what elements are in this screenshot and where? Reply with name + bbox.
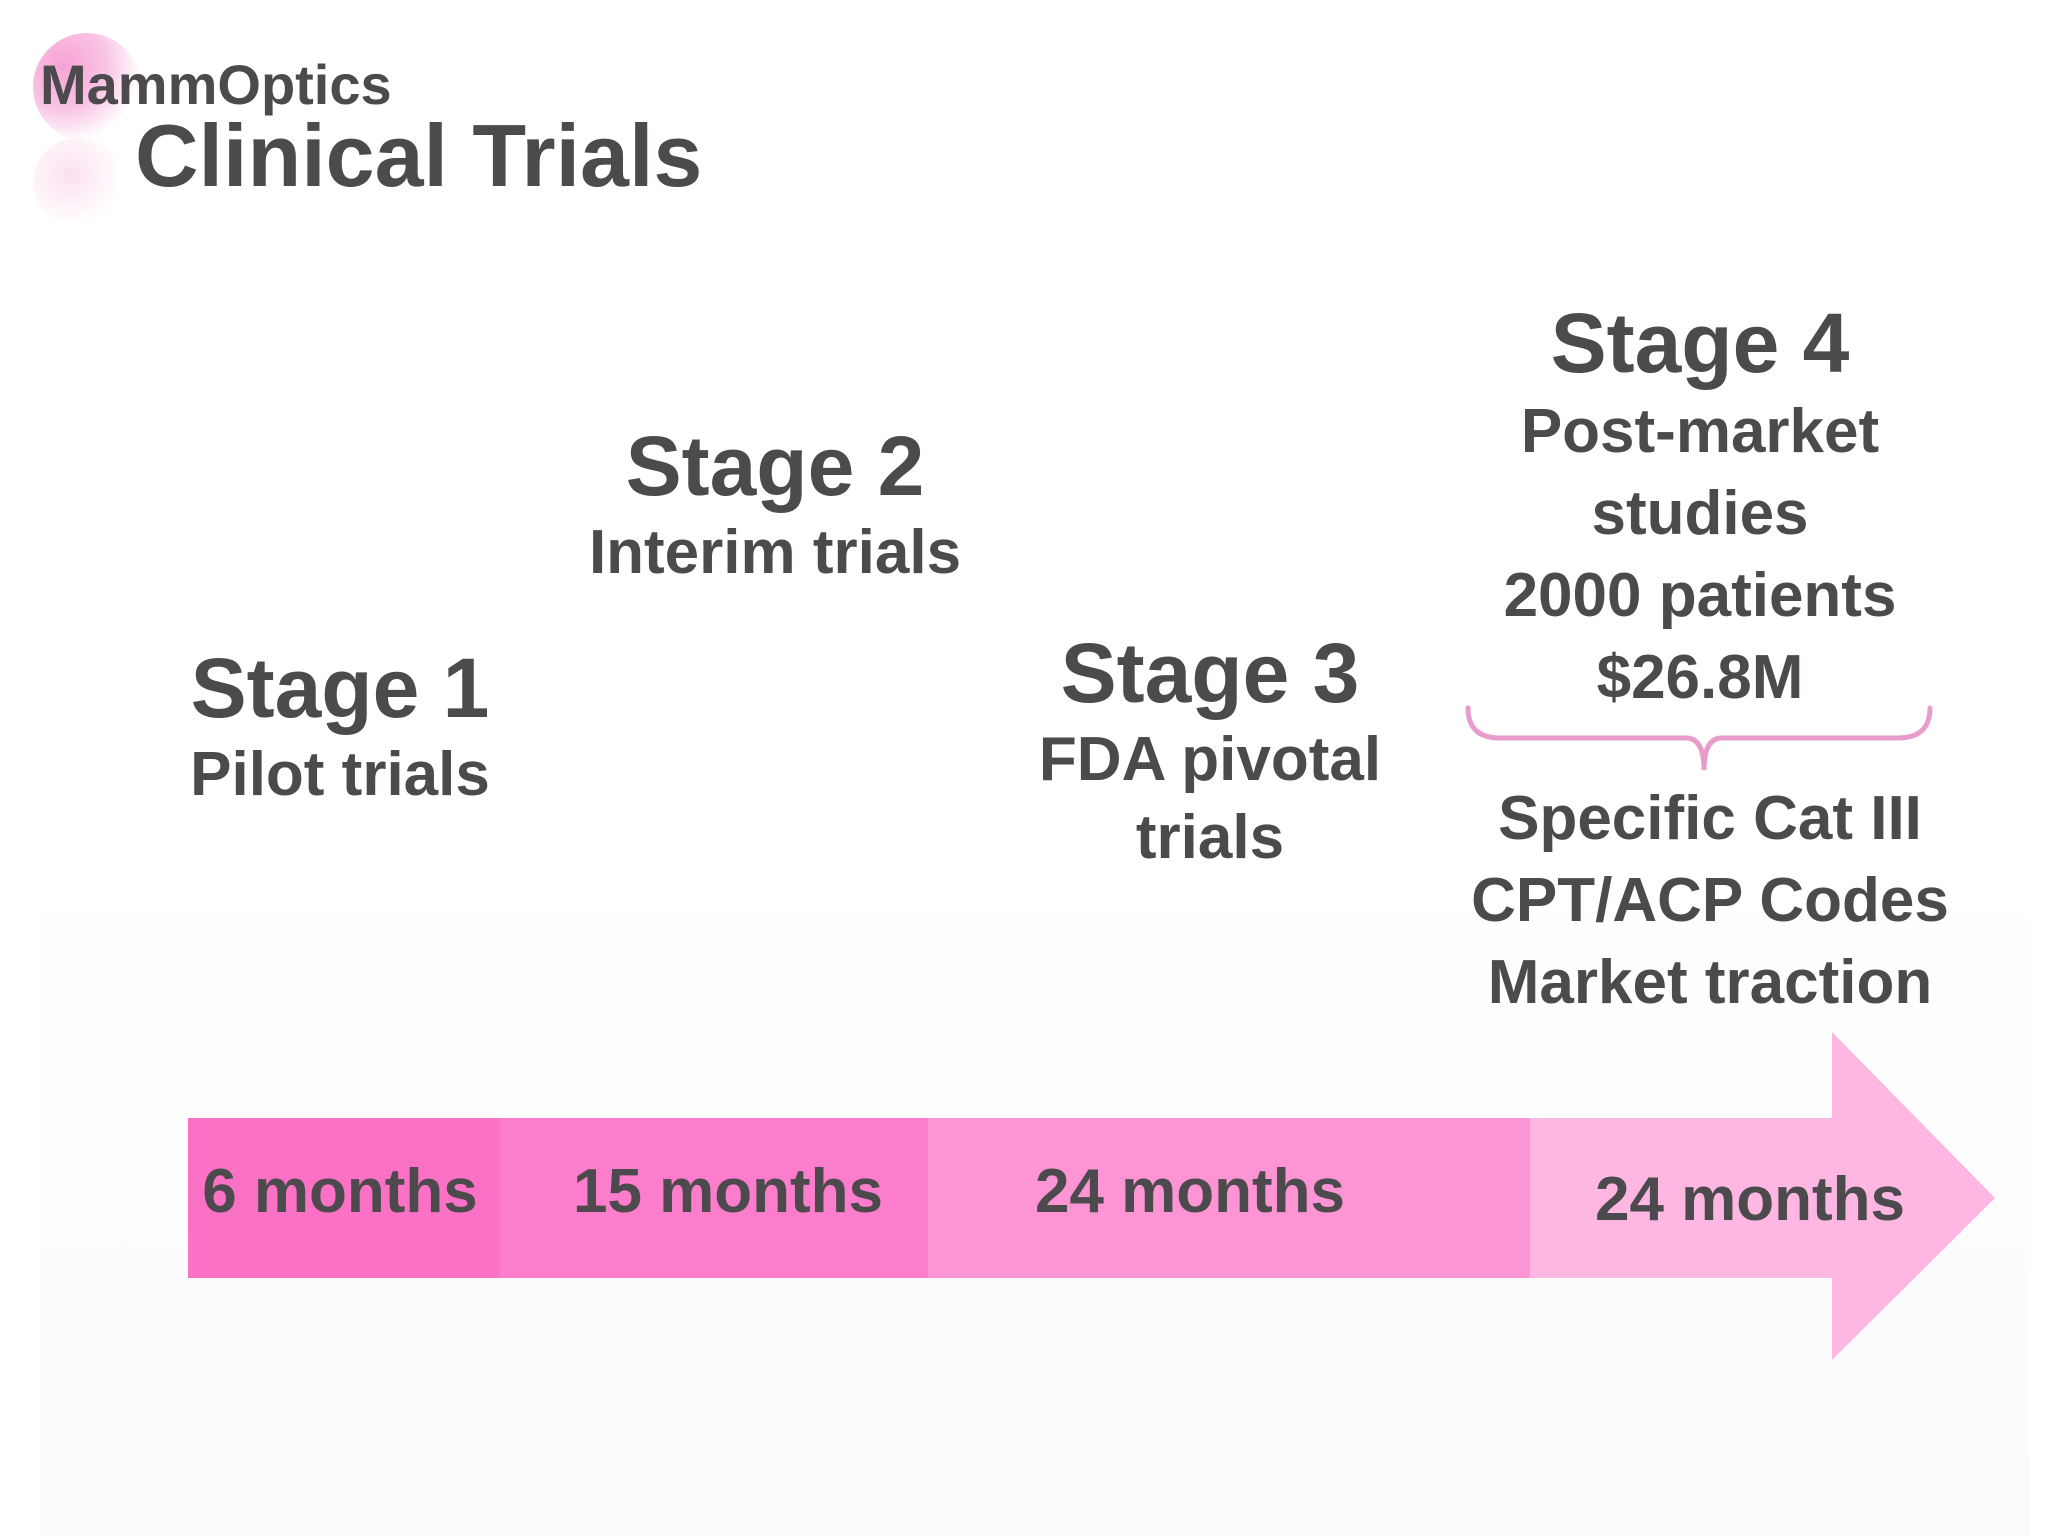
- stage-1-label: Stage 1 Pilot trials: [120, 640, 560, 814]
- outcome-item: Specific Cat III: [1498, 784, 1922, 853]
- logo-circle-faded-icon: [33, 138, 123, 228]
- stage-3-description-line-2: trials: [1135, 803, 1285, 872]
- timeline-arrowhead: [1530, 1032, 1995, 1360]
- stage-3-description-line-1: FDA pivotal: [1038, 725, 1382, 794]
- slide-background: [40, 0, 2030, 1536]
- stage-3-heading: Stage 3: [1060, 626, 1360, 720]
- stage-4-heading: Stage 4: [1550, 296, 1850, 390]
- stage-3-label: Stage 3 FDA pivotal trials: [1000, 625, 1420, 877]
- stage-2-description: Interim trials: [588, 518, 962, 587]
- stage-4-label: Stage 4 Post-market studies 2000 patient…: [1420, 295, 1980, 719]
- timeline-segment-1: [188, 1118, 506, 1278]
- logo-circle-icon: [33, 33, 141, 141]
- stage-4-patients: 2000 patients: [1503, 561, 1897, 630]
- stage-2-label: Stage 2 Interim trials: [530, 418, 1020, 592]
- outcome-item: Market traction: [1487, 948, 1933, 1017]
- stage-4-outcomes: Specific Cat III CPT/ACP Codes Market tr…: [1400, 778, 2020, 1024]
- page-title: Clinical Trials: [135, 106, 703, 205]
- stage-1-description: Pilot trials: [190, 740, 490, 809]
- stage-3-duration: 24 months: [1034, 1157, 1346, 1226]
- stage-1-heading: Stage 1: [190, 641, 490, 735]
- stage-1-duration: 6 months: [202, 1157, 478, 1226]
- stage-4-description-line-1: Post-market: [1520, 397, 1880, 466]
- outcome-item: CPT/ACP Codes: [1471, 866, 1949, 935]
- stage-2-duration: 15 months: [572, 1157, 884, 1226]
- stage-2-heading: Stage 2: [625, 419, 925, 513]
- stage-4-duration: 24 months: [1594, 1165, 1906, 1234]
- stage-4-description-line-2: studies: [1591, 479, 1809, 548]
- timeline-segment-2: [500, 1118, 930, 1278]
- brand-name: MammOptics: [40, 53, 392, 116]
- stage-4-cost: $26.8M: [1596, 643, 1804, 712]
- timeline-segment-3: [928, 1118, 1532, 1278]
- curly-brace-icon: [1465, 705, 1933, 771]
